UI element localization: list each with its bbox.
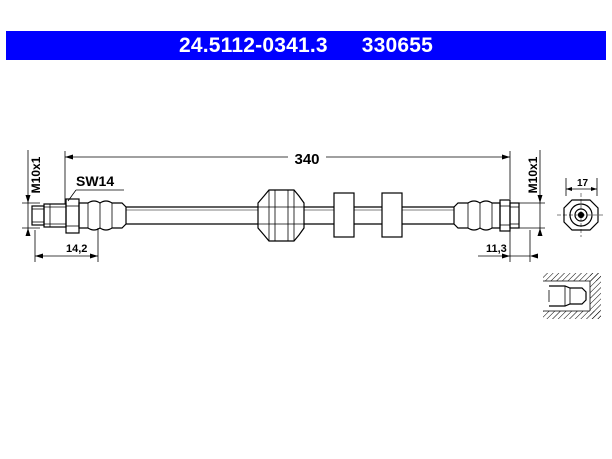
right-fitting [453,199,520,232]
overall-length-dimension: 340 [64,151,511,204]
title-bar: 24.5112-0341.3 330655 [6,31,606,60]
hose-body [126,206,454,225]
right-thread-label: M10x1 [526,156,540,193]
part-number: 24.5112-0341.3 [178,33,328,57]
wrench-size-callout: SW14 [67,173,124,202]
grommets [333,192,403,238]
left-fitting [31,198,127,234]
left-thread-label: M10x1 [29,156,43,193]
left-thread-dimension: M10x1 [22,150,43,236]
right-end-dimension: 11,3 [478,230,538,262]
right-end-dim-label: 11,3 [486,243,507,255]
section-detail [543,273,601,319]
length-label: 340 [294,151,319,168]
end-view-dim-label: 17 [577,178,589,189]
right-thread-dimension: M10x1 [519,150,545,236]
article-number: 330655 [361,33,434,57]
wrench-size-label: SW14 [76,173,114,189]
end-view: 17 [557,178,605,237]
left-end-dimension: 14,2 [34,228,99,262]
left-end-dim-label: 14,2 [66,243,87,255]
middle-bracket [257,189,305,242]
